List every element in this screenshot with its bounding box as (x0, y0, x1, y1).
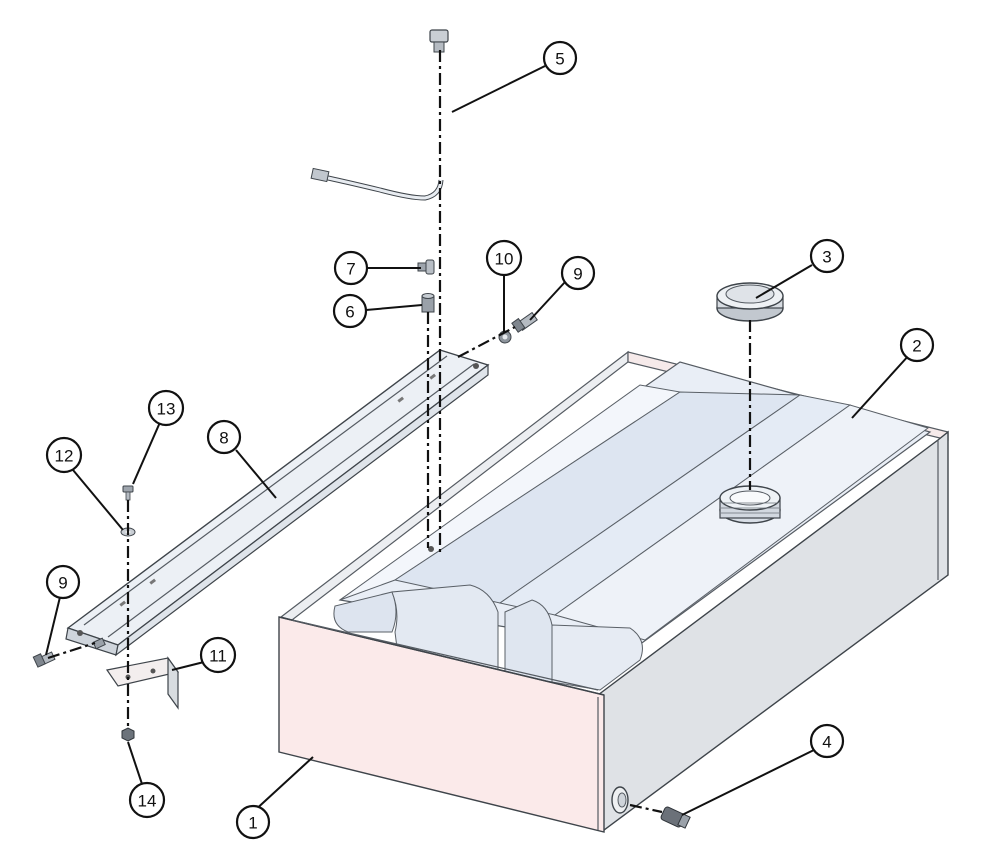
filler-cap (716, 282, 784, 322)
leader-lines (45, 65, 911, 816)
callout-2-label: 2 (912, 337, 921, 356)
callout-9-right-label: 9 (573, 265, 582, 284)
callout-5-label: 5 (555, 50, 564, 69)
assembly-centerlines (47, 50, 752, 814)
callout-7: 7 (333, 250, 369, 286)
callout-6-label: 6 (345, 303, 354, 322)
callout-4: 4 (809, 723, 845, 759)
angle-bracket (105, 656, 180, 710)
fitting (421, 293, 435, 313)
callout-13-label: 13 (157, 400, 176, 419)
callout-9-right: 9 (560, 255, 596, 291)
drain-plug (660, 806, 691, 829)
callout-6: 6 (332, 293, 368, 329)
tank-front-right-bulge (504, 599, 553, 683)
sender-unit (310, 29, 449, 201)
callout-5: 5 (542, 40, 578, 76)
callout-3: 3 (809, 238, 845, 274)
callout-14-label: 14 (138, 792, 157, 811)
callout-9-left: 9 (45, 564, 81, 600)
callout-10-label: 10 (495, 250, 514, 269)
callout-12: 12 (45, 436, 83, 474)
callout-4-label: 4 (822, 733, 831, 752)
callout-12-label: 12 (55, 447, 74, 466)
fuel-tank-tray-front (278, 430, 949, 833)
callout-10: 10 (485, 239, 523, 277)
callout-8-label: 8 (219, 429, 228, 448)
callout-13: 13 (147, 389, 185, 427)
strap-bar (65, 349, 490, 657)
callout-3-label: 3 (822, 248, 831, 267)
callout-11-label: 11 (209, 647, 227, 666)
callout-2: 2 (899, 327, 935, 363)
tank-front-far-right (551, 624, 643, 691)
callout-1: 1 (235, 804, 271, 840)
filler-neck (719, 485, 781, 524)
callout-7-label: 7 (346, 260, 355, 279)
screw (122, 485, 134, 501)
callout-8: 8 (206, 419, 242, 455)
callout-14: 14 (128, 781, 166, 819)
callout-1-label: 1 (248, 814, 257, 833)
callout-9-left-label: 9 (58, 574, 67, 593)
nut (121, 727, 135, 742)
callout-11: 11 (199, 636, 237, 674)
